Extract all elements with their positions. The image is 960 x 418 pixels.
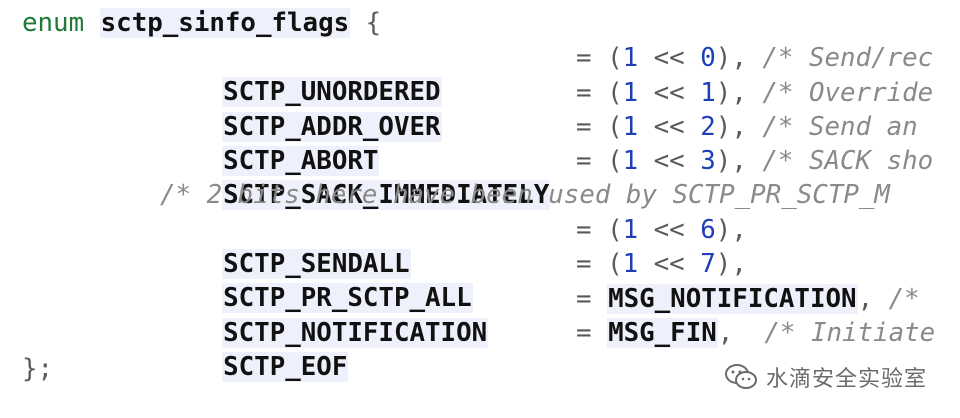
- comment: /* 2 bits here have been used by SCTP_PR…: [160, 180, 890, 210]
- shift-op: <<: [638, 112, 701, 142]
- number: 2: [700, 112, 716, 142]
- enum-name: sctp_sinfo_flags: [99, 8, 351, 38]
- comment: /* Send an: [762, 112, 918, 142]
- shift-op: <<: [638, 215, 701, 245]
- code-line-2-value: = (1 << 1), /* Override: [576, 76, 933, 110]
- enum-member-name: SCTP_ADDR_OVER: [222, 112, 442, 142]
- assign-op: =: [576, 43, 608, 73]
- paren-open: (: [607, 215, 623, 245]
- paren-open: (: [607, 78, 623, 108]
- enum-member-value: MSG_FIN: [607, 318, 718, 348]
- code-line-6-value: = (1 << 6),: [576, 213, 747, 247]
- number: 1: [622, 43, 639, 73]
- comment: /* Override: [762, 78, 934, 108]
- paren-close: ): [715, 78, 732, 108]
- code-line-4: SCTP_SACK_IMMEDIATELY: [160, 144, 551, 210]
- code-line-1-value: = (1 << 0), /* Send/rec: [576, 41, 933, 75]
- closing-brace: };: [22, 354, 54, 384]
- enum-header-line: enum sctp_sinfo_flags {: [22, 6, 381, 40]
- code-line-3: SCTP_ABORT: [160, 110, 380, 176]
- code-line-8: SCTP_NOTIFICATION: [160, 282, 489, 348]
- comma: ,: [731, 78, 763, 108]
- number: 6: [700, 215, 716, 245]
- code-line-2: SCTP_ADDR_OVER: [160, 76, 442, 142]
- number: 1: [622, 249, 639, 279]
- code-line-6: SCTP_SENDALL: [160, 213, 411, 279]
- paren-open: (: [607, 146, 623, 176]
- enum-member-name: SCTP_UNORDERED: [222, 77, 442, 107]
- comma: ,: [857, 284, 889, 314]
- code-line-9: SCTP_EOF: [160, 316, 349, 382]
- paren-close: ): [715, 215, 732, 245]
- assign-op: =: [576, 146, 608, 176]
- enum-member-name: SCTP_ABORT: [222, 146, 380, 176]
- wechat-icon: [724, 362, 758, 392]
- number: 1: [622, 146, 639, 176]
- assign-op: =: [576, 112, 608, 142]
- number: 1: [622, 215, 639, 245]
- paren-close: ): [715, 43, 732, 73]
- enum-keyword: enum: [22, 8, 85, 38]
- assign-op: =: [576, 318, 608, 348]
- assign-op: =: [576, 78, 608, 108]
- watermark: 水滴安全实验室: [724, 355, 927, 399]
- enum-member-name: SCTP_SENDALL: [222, 249, 411, 279]
- code-line-8-value: = MSG_NOTIFICATION, /*: [576, 282, 920, 316]
- number: 7: [700, 249, 716, 279]
- shift-op: <<: [638, 249, 701, 279]
- assign-op: =: [576, 284, 608, 314]
- enum-member-name: SCTP_EOF: [222, 352, 349, 382]
- open-brace: {: [350, 8, 382, 38]
- assign-op: =: [576, 215, 608, 245]
- shift-op: <<: [638, 78, 701, 108]
- paren-close: ): [715, 112, 732, 142]
- comma: ,: [731, 146, 763, 176]
- number: 1: [700, 78, 716, 108]
- watermark-text: 水滴安全实验室: [766, 367, 928, 392]
- enum-member-name: SCTP_PR_SCTP_ALL: [222, 283, 473, 313]
- number: 0: [700, 43, 716, 73]
- comment: /* SACK sho: [762, 146, 934, 176]
- enum-member-value: MSG_NOTIFICATION: [607, 284, 858, 314]
- comma: ,: [731, 249, 747, 279]
- shift-op: <<: [638, 43, 701, 73]
- paren-close: ): [715, 249, 732, 279]
- enum-member-name: SCTP_NOTIFICATION: [222, 318, 489, 348]
- comma: ,: [731, 112, 763, 142]
- code-line-7: SCTP_PR_SCTP_ALL: [160, 247, 473, 313]
- paren-open: (: [607, 43, 623, 73]
- assign-op: =: [576, 249, 608, 279]
- comment: /*: [888, 284, 920, 314]
- comma: ,: [731, 215, 747, 245]
- code-line-3-value: = (1 << 2), /* Send an: [576, 110, 918, 144]
- number: 3: [700, 146, 716, 176]
- code-line-7-value: = (1 << 7),: [576, 247, 747, 281]
- comma: ,: [717, 318, 765, 348]
- comment: /* Send/rec: [762, 43, 934, 73]
- paren-open: (: [607, 249, 623, 279]
- code-line-9-value: = MSG_FIN, /* Initiate: [576, 316, 935, 350]
- paren-close: ): [715, 146, 732, 176]
- code-line-4-value: = (1 << 3), /* SACK sho: [576, 144, 933, 178]
- enum-member-name: SCTP_SACK_IMMEDIATELY: [222, 180, 551, 210]
- number: 1: [622, 112, 639, 142]
- code-line-1: SCTP_UNORDERED: [160, 41, 442, 107]
- shift-op: <<: [638, 146, 701, 176]
- number: 1: [622, 78, 639, 108]
- paren-open: (: [607, 112, 623, 142]
- code-line-5: /* 2 bits here have been used by SCTP_PR…: [160, 178, 890, 212]
- comma: ,: [731, 43, 763, 73]
- closing-brace-line: };: [22, 352, 53, 386]
- comment: /* Initiate: [764, 318, 936, 348]
